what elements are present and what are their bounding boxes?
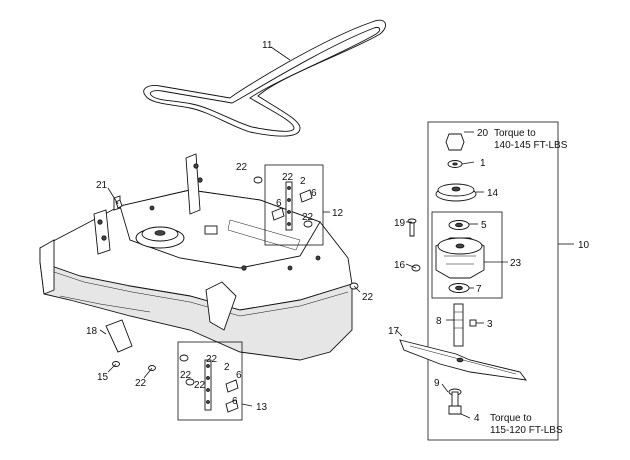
callout-4: 4: [474, 413, 480, 424]
bracket-18: [105, 199, 359, 371]
callout-2-upper: 2: [300, 176, 306, 187]
callout-22-upper-bottom: 22: [302, 212, 314, 223]
callout-9: 9: [434, 378, 440, 389]
callout-18: 18: [86, 326, 98, 337]
callout-22-deck-front: 22: [135, 378, 147, 389]
callout-20: 20: [477, 128, 489, 139]
torque-notes: Torque to 140-145 FT-LBS Torque to 115-1…: [490, 128, 568, 436]
callout-6-upper-left: 6: [276, 198, 282, 209]
torque-note-top-line2: 140-145 FT-LBS: [494, 140, 568, 151]
callout-22-upper-top: 22: [282, 172, 294, 183]
callout-1: 1: [480, 158, 486, 169]
callout-3: 3: [487, 319, 493, 330]
callout-6-lower-bottom: 6: [232, 396, 238, 407]
callout-2-lower: 2: [224, 362, 230, 373]
callout-23: 23: [510, 258, 522, 269]
callout-16: 16: [394, 260, 406, 271]
callout-22-deck-right: 22: [362, 292, 374, 303]
callout-15: 15: [97, 372, 109, 383]
callout-10: 10: [578, 240, 590, 251]
callout-8: 8: [436, 316, 442, 327]
callout-21: 21: [96, 180, 108, 191]
torque-note-bottom-line2: 115-120 FT-LBS: [490, 425, 563, 436]
callout-22-upper-left: 22: [236, 162, 248, 173]
callout-6-upper-right: 6: [311, 188, 317, 199]
callout-11: 11: [262, 40, 273, 51]
callout-19: 19: [394, 218, 406, 229]
callout-5: 5: [481, 220, 487, 231]
torque-note-top-line1: Torque to: [494, 128, 536, 139]
callout-22-lower-left: 22: [180, 370, 192, 381]
callout-22-lower-mid: 22: [194, 380, 206, 391]
callout-13: 13: [256, 402, 268, 413]
torque-note-bottom-line1: Torque to: [490, 413, 532, 424]
callout-12: 12: [332, 208, 344, 219]
hardware-group-upper: [253, 164, 324, 246]
spindle-assembly: [399, 121, 559, 441]
callout-7: 7: [476, 284, 482, 295]
callout-6-lower-top: 6: [236, 370, 242, 381]
hardware-group-lower: [177, 341, 243, 421]
callout-14: 14: [487, 188, 499, 199]
callout-17: 17: [388, 326, 400, 337]
drive-belt: [143, 19, 386, 137]
callout-labels: 11 20 1 14 5 23 7 8 3 9 4 10 17 16 19 12…: [86, 40, 590, 424]
callout-22-lower-top: 22: [206, 354, 218, 365]
leader-lines: [99, 46, 574, 419]
